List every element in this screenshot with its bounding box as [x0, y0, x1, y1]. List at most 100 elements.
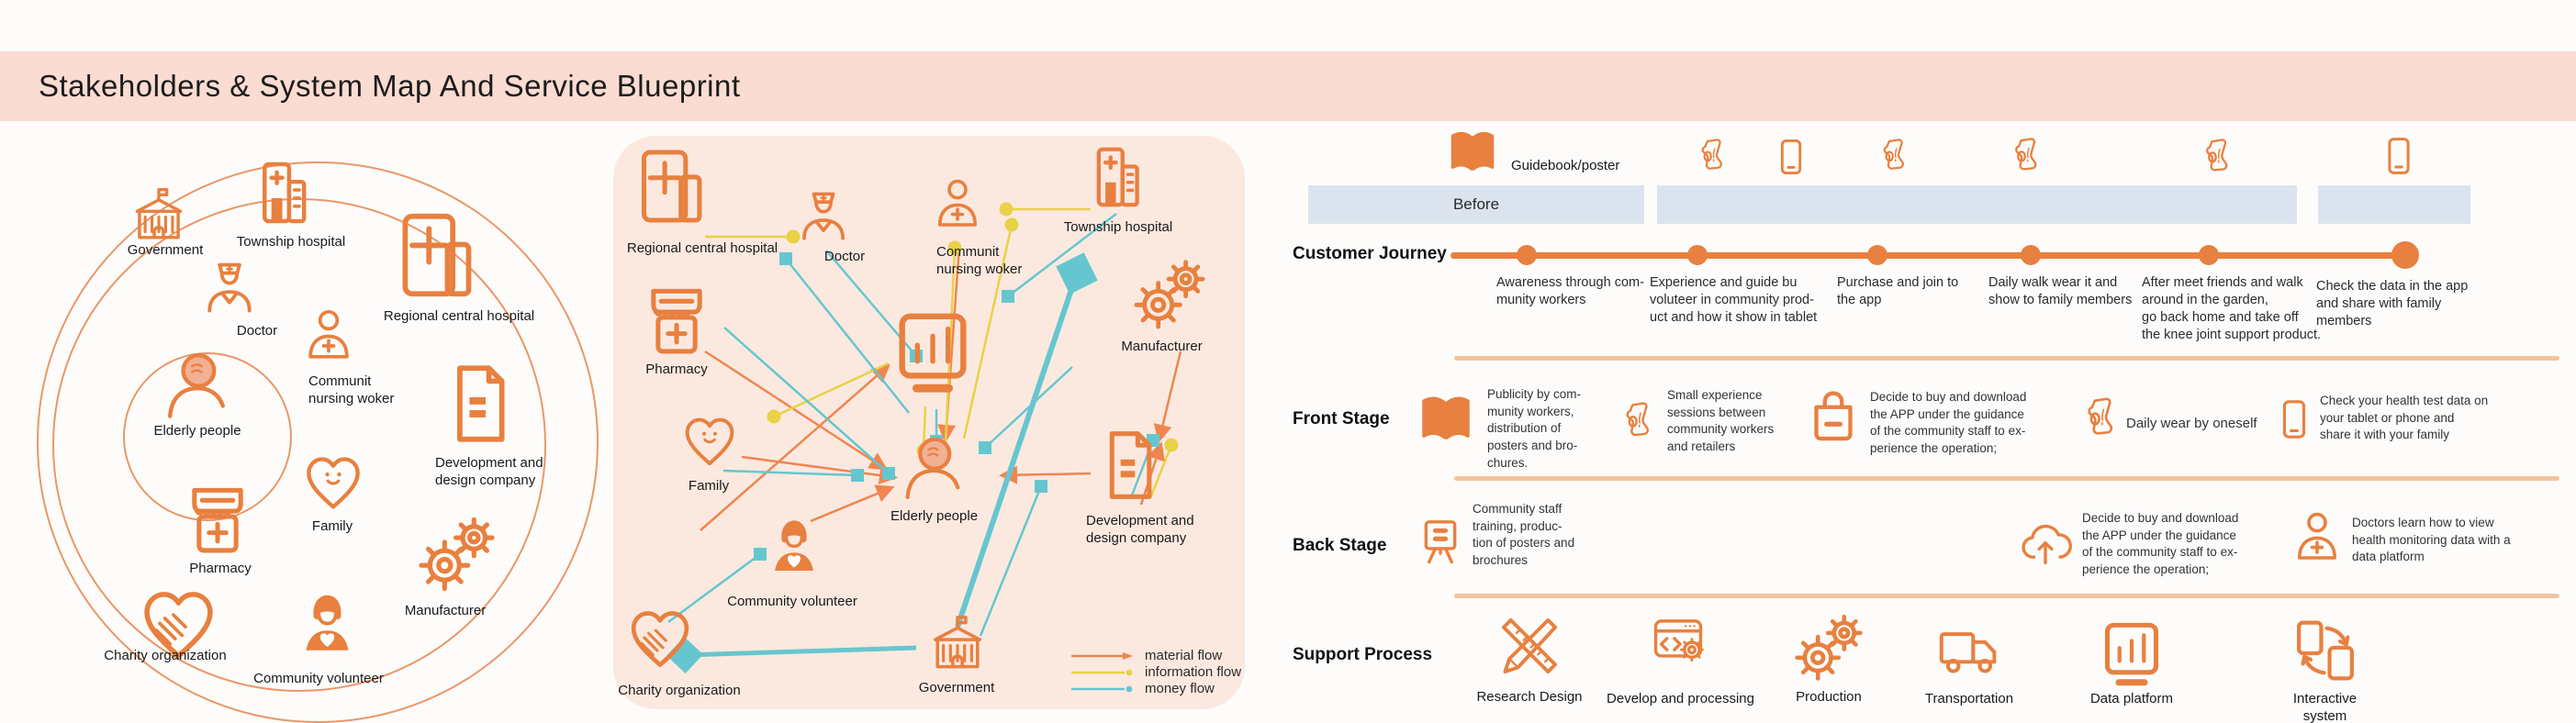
- guidebook-label: Guidebook/poster: [1511, 158, 1620, 173]
- node-label: Township hospital: [1063, 219, 1173, 235]
- phase-band-before: Before: [1308, 185, 1644, 224]
- nursing-worker-icon: [930, 167, 985, 239]
- doctor-icon: [200, 254, 259, 320]
- node-label: Development and design company: [1086, 513, 1194, 546]
- separator: [1454, 356, 2559, 361]
- back-stage-text: Decide to buy and download the APP under…: [2082, 511, 2239, 576]
- map-label: Manufacturer: [404, 603, 487, 618]
- guidebook-icon: [1446, 128, 1499, 179]
- front-stage-text: Publicity by com- munity workers, distri…: [1487, 387, 1582, 470]
- government-icon: [127, 186, 191, 243]
- node-label: Charity organization: [618, 683, 741, 698]
- inner-circle: [123, 352, 292, 521]
- legend-label: information flow: [1145, 664, 1242, 680]
- legend-information: information flow: [1070, 664, 1241, 680]
- support-label: Research Design: [1476, 689, 1583, 705]
- map-label: Elderly people: [153, 423, 241, 439]
- charity-icon: [619, 602, 701, 673]
- research-design-icon: [1493, 610, 1566, 682]
- front-stage-text: Daily wear by oneself: [2126, 416, 2257, 431]
- system-map-panel: [613, 136, 1245, 709]
- township-hospital-icon: [250, 158, 318, 228]
- outer-circle: [37, 161, 599, 723]
- interactive-system-icon: [2290, 616, 2361, 685]
- money-flow-line: [1071, 685, 1133, 692]
- knee-brace-icon: [1694, 128, 1730, 184]
- knee-brace-icon: [2078, 392, 2122, 445]
- map-label: Government: [127, 242, 204, 258]
- design-company-icon: [439, 359, 520, 449]
- node-label: Pharmacy: [645, 362, 708, 377]
- phase-band: [1657, 185, 2297, 224]
- node-label: Doctor: [823, 249, 866, 264]
- develop-icon: [1639, 611, 1718, 673]
- map-label: Township hospital: [236, 234, 346, 250]
- elderly-people-icon: [898, 430, 968, 506]
- manufacturer-icon: [1123, 253, 1216, 334]
- row-label-customer-journey: Customer Journey: [1293, 244, 1447, 263]
- support-label: Transportation: [1924, 691, 2014, 706]
- node-label: Community volunteer: [727, 594, 857, 609]
- support-label: Interactive system: [2292, 691, 2358, 723]
- medical-staff-icon: [2290, 505, 2345, 567]
- data-tablet-icon: [888, 300, 978, 401]
- support-label: Production: [1796, 689, 1862, 705]
- legend-label: money flow: [1145, 681, 1215, 696]
- map-label: Development and design company: [435, 455, 543, 488]
- transportation-icon: [1926, 616, 2012, 682]
- legend-material: material flow: [1070, 648, 1222, 663]
- node-label: Elderly people: [890, 508, 979, 524]
- journey-dot-end: [2391, 241, 2419, 269]
- cloud-upload-icon: [2016, 514, 2075, 571]
- pharmacy-icon: [636, 284, 717, 361]
- legend-label: material flow: [1145, 648, 1223, 663]
- back-stage-text: Doctors learn how to view health monitor…: [2352, 516, 2511, 564]
- pharmacy-icon: [178, 483, 257, 560]
- map-label: Pharmacy: [189, 561, 252, 576]
- knee-brace-icon: [1876, 128, 1912, 184]
- regional-hospital-icon: [632, 144, 709, 228]
- shopping-bag-icon: [1803, 384, 1864, 447]
- journey-step: Purchase and join to the app: [1837, 275, 1959, 308]
- design-company-icon: [1093, 426, 1165, 505]
- volunteer-icon: [292, 577, 363, 667]
- page-title: Stakeholders & System Map And Service Bl…: [39, 69, 741, 103]
- production-icon: [1786, 608, 1872, 685]
- nursing-worker-icon: [300, 299, 357, 369]
- map-label: Communit nursing woker: [308, 373, 395, 406]
- flow-lines: [666, 202, 1182, 673]
- node-label: Manufacturer: [1121, 339, 1203, 354]
- separator: [1454, 594, 2559, 598]
- tablet-icon: [2378, 131, 2420, 181]
- map-label: Community volunteer: [253, 671, 384, 686]
- back-stage-text: Community staff training, produc- tion o…: [1473, 502, 1575, 567]
- row-label-support-process: Support Process: [1293, 645, 1433, 664]
- separator: [1454, 476, 2559, 481]
- material-flow-line: [1071, 651, 1133, 660]
- map-label: Family: [311, 518, 353, 534]
- elderly-people-icon: [160, 347, 233, 424]
- regional-hospital-icon: [391, 211, 479, 299]
- journey-step: Experience and guide bu voluteer in comm…: [1650, 275, 1818, 326]
- node-label: Regional central hospital: [626, 240, 778, 256]
- knee-brace-icon: [1618, 393, 1658, 450]
- journey-step: Awareness through com- munity workers: [1496, 275, 1644, 308]
- front-stage-text: Decide to buy and download the APP under…: [1870, 390, 2027, 455]
- node-label: Communit nursing woker: [936, 244, 1023, 277]
- journey-dot: [1687, 245, 1708, 265]
- knee-brace-icon: [2198, 129, 2236, 184]
- support-label: Develop and processing: [1607, 691, 1754, 706]
- journey-line: [1450, 252, 2413, 259]
- manufacturer-icon: [412, 510, 501, 596]
- journey-dot: [2021, 245, 2041, 265]
- before-label: Before: [1452, 195, 1500, 213]
- journey-dot: [1867, 245, 1887, 265]
- journey-dot: [2199, 245, 2219, 265]
- tablet-icon: [1771, 132, 1811, 182]
- knee-brace-icon: [2007, 128, 2045, 184]
- guidebook-icon: [1417, 392, 1475, 449]
- phase-band: [2318, 185, 2470, 224]
- legend-money: money flow: [1070, 681, 1215, 696]
- row-label-front-stage: Front Stage: [1293, 409, 1390, 428]
